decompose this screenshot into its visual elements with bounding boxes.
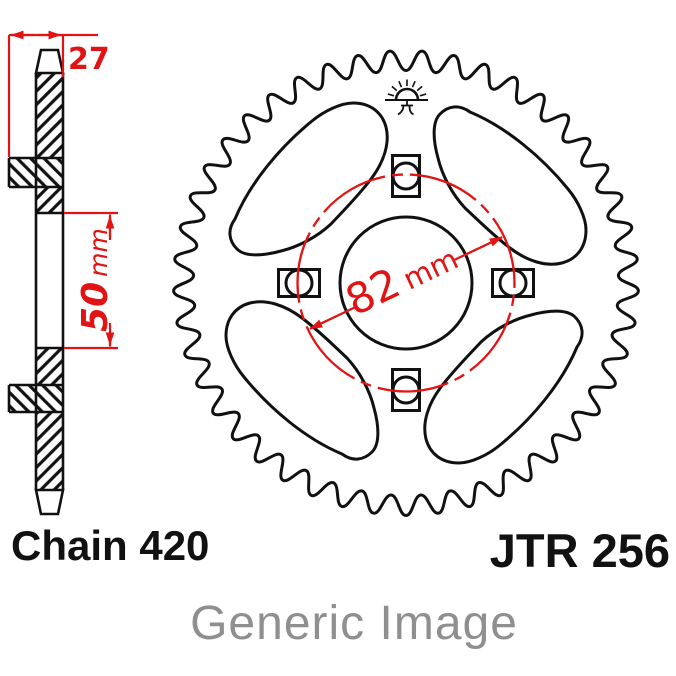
plate-hatch-lower — [36, 412, 63, 490]
lightening-cutout-top-left — [228, 101, 389, 257]
plate-hatch-mid-lower — [36, 348, 63, 385]
jt-sun-logo — [385, 79, 428, 116]
section-outline — [7, 73, 65, 490]
part-number-label: JTR 256 — [490, 524, 670, 577]
sun-ray-icon — [387, 93, 395, 97]
dimension-50-value: 50mm — [75, 228, 116, 332]
sun-rays-icon — [387, 79, 427, 97]
lightening-cutouts — [224, 101, 588, 465]
lightening-cutout-bottom-right — [423, 309, 584, 465]
lightening-cutout-bottom-left — [224, 300, 380, 461]
bolt-circle — [296, 173, 516, 393]
sun-base-mark — [397, 100, 414, 116]
sun-dome — [394, 87, 420, 101]
plate-hatch-upper — [36, 73, 63, 158]
sun-ray-icon — [411, 80, 416, 88]
front-view: 82mm — [172, 49, 640, 518]
sun-ray-icon — [391, 85, 398, 92]
center-bore — [338, 215, 474, 351]
dimension-82-arrow-right — [454, 236, 503, 261]
dimension-82-arrow-left — [309, 305, 358, 330]
sun-ray-icon — [398, 80, 403, 88]
plate-hatch-mid-upper — [36, 187, 63, 213]
chain-size-label: Chain 420 — [11, 522, 209, 569]
section-tooth-top — [34, 48, 65, 75]
watermark-text: Generic Image — [190, 597, 518, 650]
dimension-50-lines — [64, 211, 118, 350]
dimension-27-value: 27 — [68, 42, 110, 77]
sun-ray-icon — [419, 93, 427, 97]
dimension-27: 27 — [7, 30, 110, 157]
lightening-cutout-top-right — [432, 105, 588, 266]
dimension-50mm: 50mm — [64, 211, 118, 350]
section-tooth-bottom — [34, 488, 65, 516]
sun-ray-icon — [416, 85, 423, 92]
side-section-view: 27 50mm — [7, 30, 118, 516]
